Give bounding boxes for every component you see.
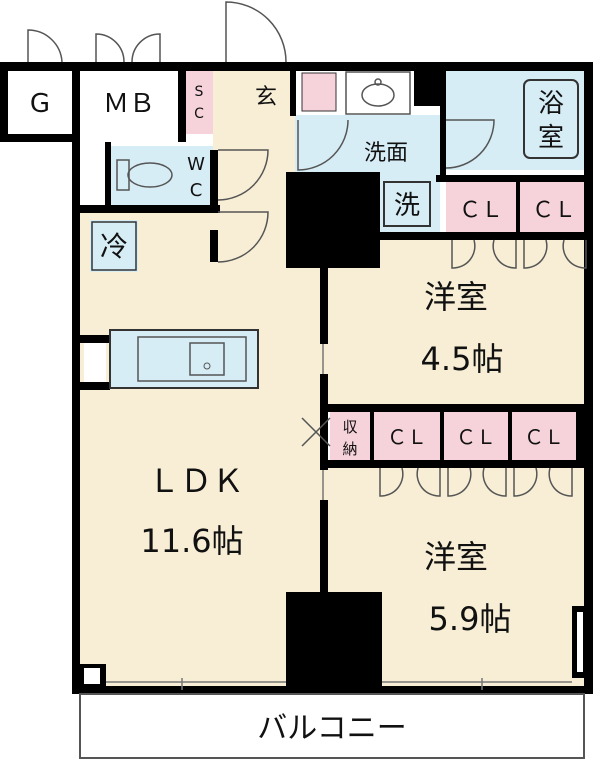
label-entrance: 玄 — [255, 85, 277, 110]
label-sc2: C — [194, 106, 204, 122]
label-ldk-name: ＬＤＫ — [148, 462, 244, 500]
garden-box — [8, 71, 72, 134]
storage-box — [330, 410, 370, 462]
shoe-box — [301, 72, 337, 112]
kitchen-counter — [109, 329, 259, 389]
label-western2-name: 洋室 — [424, 538, 488, 576]
label-garden: G — [30, 89, 50, 119]
entrance-floor — [213, 70, 295, 220]
closet-sc — [186, 70, 213, 134]
toilet-icon — [116, 159, 173, 191]
label-wc1: W — [187, 154, 205, 175]
label-western1-name: 洋室 — [424, 278, 488, 316]
sliding-doors — [106, 344, 572, 690]
closet-2 — [520, 180, 588, 238]
ldk-floor — [76, 210, 326, 690]
label-sc1: S — [195, 84, 204, 100]
wall-notch — [577, 612, 583, 672]
label-bath1: 浴 — [538, 89, 564, 119]
label-wc2: C — [190, 180, 203, 201]
label-washroom: 洗面 — [364, 141, 408, 166]
label-western2-size: 5.9帖 — [429, 600, 512, 638]
bathtub — [523, 79, 579, 159]
balcony-area — [79, 693, 585, 759]
doors — [27, 1, 587, 497]
fridge-box — [91, 221, 137, 271]
label-meterbox: ＭＢ — [103, 89, 155, 119]
label-closet-1: ＣＬ — [459, 198, 503, 223]
closet-1 — [446, 180, 516, 238]
label-balcony: バルコニー — [257, 711, 406, 746]
label-storage2: 納 — [342, 440, 357, 458]
label-closet-3: ＣＬ — [387, 425, 427, 449]
label-washer: 洗 — [394, 191, 420, 221]
label-ldk-size: 11.6帖 — [140, 522, 243, 560]
basin-icon — [345, 71, 411, 115]
washer-box — [383, 181, 431, 227]
closet-4 — [444, 410, 508, 462]
label-closet-2: ＣＬ — [532, 198, 576, 223]
walls — [0, 62, 593, 694]
pillar-inner — [84, 668, 100, 684]
wall-niche — [84, 343, 106, 382]
wc-floor — [110, 146, 213, 208]
label-closet-4: ＣＬ — [456, 425, 496, 449]
closet-5 — [512, 410, 576, 462]
label-fridge: 冷 — [100, 230, 128, 263]
label-closet-5: ＣＬ — [524, 425, 564, 449]
label-western1-size: 4.5帖 — [421, 340, 504, 378]
label-bath2: 室 — [538, 123, 564, 153]
closet-3 — [374, 410, 440, 462]
label-storage1: 収 — [342, 418, 357, 436]
meterbox-box — [80, 71, 178, 134]
